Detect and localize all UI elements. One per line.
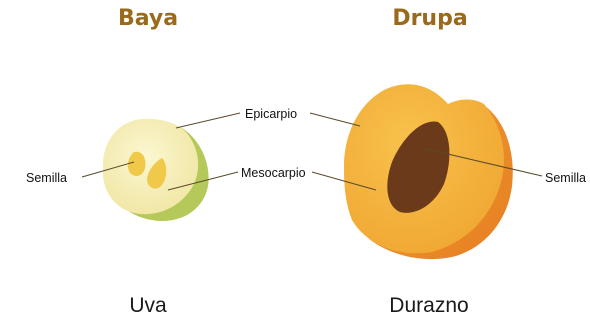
mesocarpio-label: Mesocarpio	[241, 166, 306, 180]
epicarpio-leader-peach	[310, 113, 360, 126]
grape-name: Uva	[129, 294, 166, 318]
epicarpio-label: Epicarpio	[245, 107, 297, 121]
peach-name: Durazno	[389, 294, 468, 318]
peach-illustration	[344, 84, 513, 259]
semilla-label-peach: Semilla	[545, 171, 586, 185]
epicarpio-leader-grape	[176, 113, 240, 128]
semilla-label-grape: Semilla	[26, 171, 67, 185]
grape-illustration	[103, 119, 209, 221]
